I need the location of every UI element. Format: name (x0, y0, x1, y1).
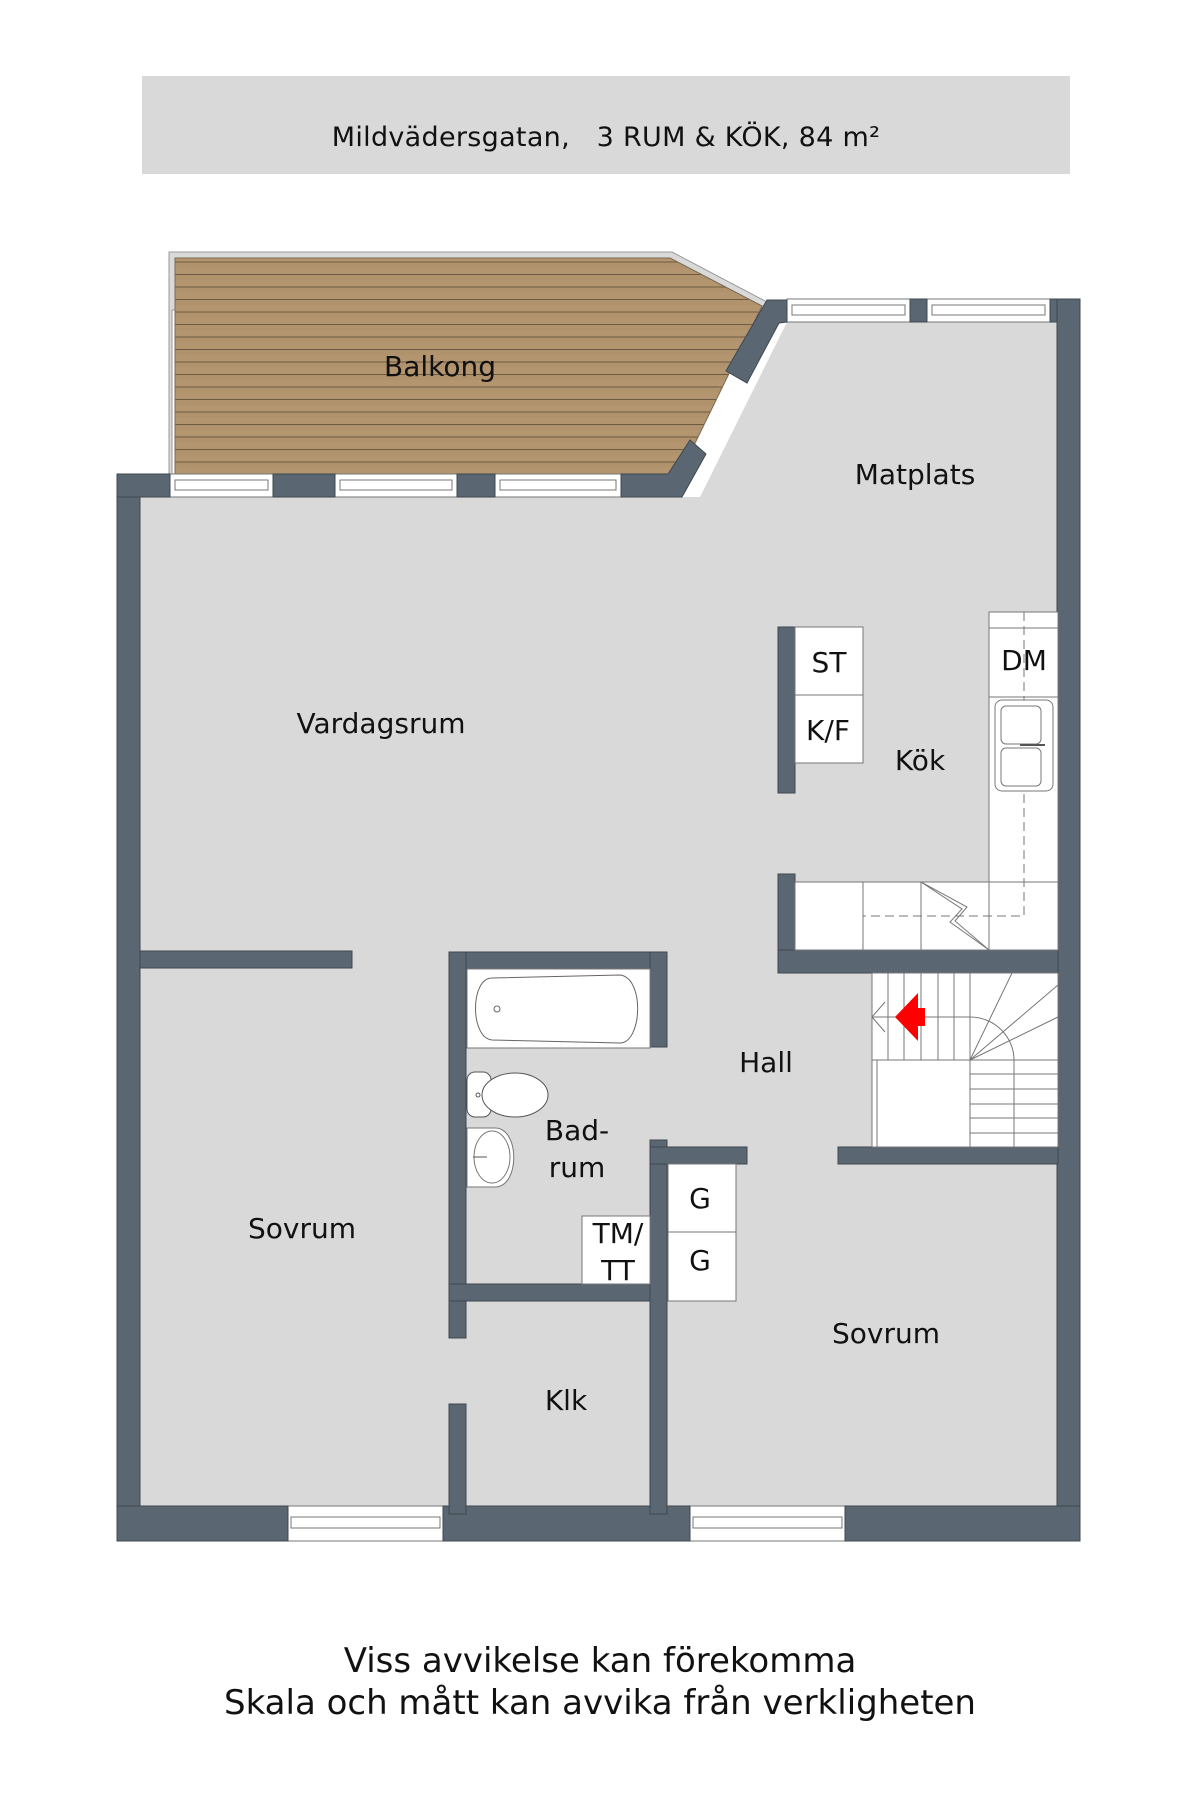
washbasin-icon (466, 1127, 515, 1188)
window-living-1 (169, 473, 274, 498)
disclaimer: Viss avvikelse kan förekomma Skala och m… (0, 1640, 1200, 1724)
sink-icon (994, 699, 1054, 792)
washer-dryer-label-2: TT (600, 1254, 636, 1287)
window-dining-1 (786, 298, 911, 323)
fridge-freezer: K/F (794, 694, 864, 764)
room-label-living: Vardagsrum (297, 707, 466, 740)
staircase (871, 972, 1059, 1148)
wardrobe-2-label: G (689, 1244, 711, 1277)
washer-dryer-label-1: TM/ (592, 1217, 644, 1250)
walls (116, 298, 1081, 1542)
window-living-2 (334, 473, 458, 498)
fridge-freezer-label: K/F (806, 714, 850, 747)
window-bedroom-right (689, 1505, 846, 1542)
window-dining-2 (926, 298, 1051, 323)
room-label-bedroom-right: Sovrum (832, 1317, 940, 1350)
room-label-bedroom-left: Sovrum (248, 1212, 356, 1245)
window-living-3 (494, 473, 622, 498)
washer-dryer: TM/ TT (581, 1215, 651, 1287)
stove: ST (794, 626, 864, 696)
wardrobe-1: G (667, 1163, 737, 1233)
toilet-icon (466, 1071, 549, 1118)
page-title: Mildvädersgatan, 3 RUM & KÖK, 84 m² (331, 122, 881, 153)
dishwasher-label: DM (1001, 644, 1047, 677)
dishwasher: DM (1001, 644, 1047, 677)
disclaimer-line-1: Viss avvikelse kan förekomma (343, 1641, 857, 1681)
stove-label: ST (812, 646, 848, 679)
wardrobe-2: G (667, 1231, 737, 1302)
room-label-hall: Hall (739, 1046, 793, 1079)
window-bedroom-left (287, 1505, 444, 1542)
entrance-arrow-icon (895, 993, 925, 1041)
bathtub-icon (466, 968, 651, 1049)
room-label-kitchen: Kök (895, 744, 946, 777)
room-label-closet: Klk (545, 1384, 588, 1417)
wardrobe-1-label: G (689, 1182, 711, 1215)
room-label-bathroom-1: Bad- (545, 1114, 609, 1147)
room-label-dining: Matplats (855, 458, 976, 491)
disclaimer-line-2: Skala och mått kan avvika från verklighe… (223, 1683, 976, 1723)
floor-area (140, 322, 1057, 1520)
title-banner: Mildvädersgatan, 3 RUM & KÖK, 84 m² (142, 76, 1070, 174)
kitchen-counters (794, 611, 1059, 951)
room-label-bathroom-2: rum (549, 1151, 606, 1184)
windows (169, 298, 1051, 1542)
room-label-balcony: Balkong (384, 350, 496, 383)
